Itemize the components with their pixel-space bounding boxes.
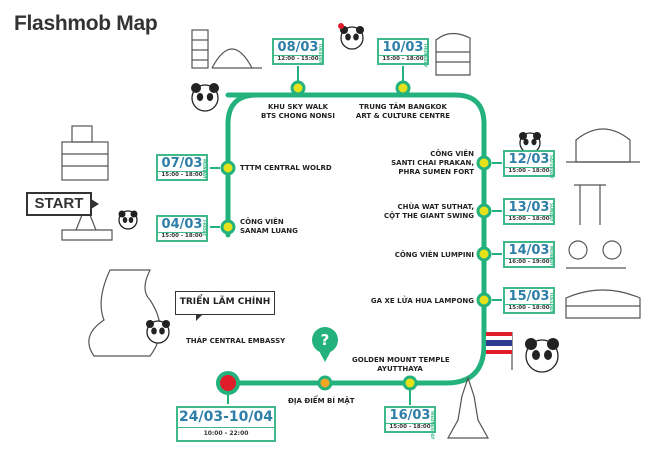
hua-lamphong-station-icon [565,289,641,319]
stop-label-phra-sumen: CÔNG VIÊN SANTI CHAI PRAKAN, PHRA SUMEN … [391,150,474,176]
route-line [225,92,487,386]
date-text: 16/03 [389,408,431,423]
weekday-text: MONDAY [549,246,554,266]
date-card-1403: 14/03 16:00 - 19:00 MONDAY [503,241,555,268]
date-text: 13/03 [508,200,550,215]
giant-swing-icon [574,184,606,225]
page-title: Flashmob Map [14,12,158,35]
weekday-text: SUNDAY [549,203,554,222]
weekday-text: WEDNESDAY [430,411,435,440]
date-card-1503: 15/03 15:00 - 18:00 TUESDAY [503,287,555,314]
panda-icon [146,320,170,344]
date-card-1603: 16/03 15:00 - 18:00 WEDNESDAY [384,406,436,439]
central-embassy-icon [88,269,161,357]
skyline-building-icon [191,29,262,69]
date-text: 15/03 [508,289,550,304]
panda-icon [191,83,219,112]
time-text: 15:00 - 18:00 [158,171,206,179]
question-mark-icon: ? [321,331,330,349]
stop-marker [395,80,411,96]
stop-marker [476,246,492,262]
time-text: 15:00 - 18:00 [505,167,553,175]
time-text: 12:00 - 15:00 [274,55,322,63]
date-text: 12/03 [508,152,550,167]
date-text: 24/03-10/04 [179,409,273,425]
stop-label-sky-walk: KHU SKY WALK BTS CHONG NONSI [261,103,335,120]
stop-marker [476,292,492,308]
time-text: 15:00 - 18:00 [379,55,427,63]
stop-label-central-world: TTTM CENTRAL WOLRD [240,164,332,172]
central-world-building-icon [61,125,109,181]
final-stop-marker [216,371,240,395]
start-sign: START [26,192,99,216]
thai-flag-icon [486,332,513,370]
stop-markers [216,80,492,395]
stop-label-hua-lamphong: GA XE LỬA HUA LAMPONG [370,297,474,305]
stop-marker [402,375,418,391]
date-text: 04/03 [161,217,203,232]
weekday-text: FRIDAY [202,220,207,237]
date-card-0803: 08/03 12:00 - 15:00 TUESDAY [272,38,324,65]
building-icons [61,29,641,439]
stop-marker [290,80,306,96]
time-text: 10:00 - 22:00 [178,427,274,440]
weekday-text: SATURDAY [549,155,554,179]
stop-label-sanam-luang: CÔNG VIÊN SANAM LUANG [240,218,298,235]
stop-label-wat-suthat: CHÙA WAT SUTHAT, CỘT THE GIANT SWING [384,203,474,220]
stop-label-bacc: TRUNG TÂM BANGKOK ART & CULTURE CENTRE [355,103,451,120]
time-text: 15:00 - 18:00 [386,423,434,431]
weekday-text: TUESDAY [318,43,323,64]
panda-icon [519,132,541,154]
date-card-main-exhibition: 24/03-10/04 10:00 - 22:00 [176,406,276,442]
date-card-0703: 07/03 15:00 - 18:00 MONDAY [156,154,208,181]
golden-mount-temple-icon [446,376,490,439]
date-text: 14/03 [508,243,550,258]
main-exhibition-bubble: TRIỂN LÃM CHÍNH [175,291,275,321]
date-card-1303: 13/03 15:00 - 18:00 SUNDAY [503,198,555,225]
panda-icon [338,23,364,50]
secret-stop-marker [317,375,333,391]
weekday-text: TUESDAY [549,292,554,313]
panda-icon [118,210,138,230]
panda-icon [525,338,559,373]
stop-marker [220,219,236,235]
stop-marker [220,160,236,176]
time-text: 15:00 - 18:00 [158,232,206,240]
date-card-0403: 04/03 15:00 - 18:00 FRIDAY [156,215,208,242]
date-card-1203: 12/03 15:00 - 18:00 SATURDAY [503,150,555,179]
fort-icon [566,128,640,163]
time-text: 15:00 - 18:00 [505,215,553,223]
art-centre-building-icon [435,32,471,76]
time-text: 16:00 - 19:00 [505,258,553,266]
stop-label-golden-mount: GOLDEN MOUNT TEMPLE AYUTTHAYA [352,356,450,373]
date-card-1003: 10/03 15:00 - 18:00 THURSDAY [377,38,429,68]
secret-location-pin: ? [312,327,338,362]
stop-label-central-embassy: THÁP CENTRAL EMBASSY [186,337,286,345]
date-text: 08/03 [277,40,319,55]
date-text: 10/03 [382,40,424,55]
stop-label-secret: ĐỊA ĐIỂM BÍ MẬT [288,397,355,405]
lumpini-park-icon [566,240,626,269]
time-text: 15:00 - 18:00 [505,304,553,312]
weekday-text: THURSDAY [423,43,428,68]
date-text: 07/03 [161,156,203,171]
panda-mascots [118,23,559,373]
stop-label-lumpini: CÔNG VIÊN LUMPINI [394,251,474,259]
weekday-text: MONDAY [202,159,207,179]
stop-marker [476,203,492,219]
stop-marker [476,155,492,171]
